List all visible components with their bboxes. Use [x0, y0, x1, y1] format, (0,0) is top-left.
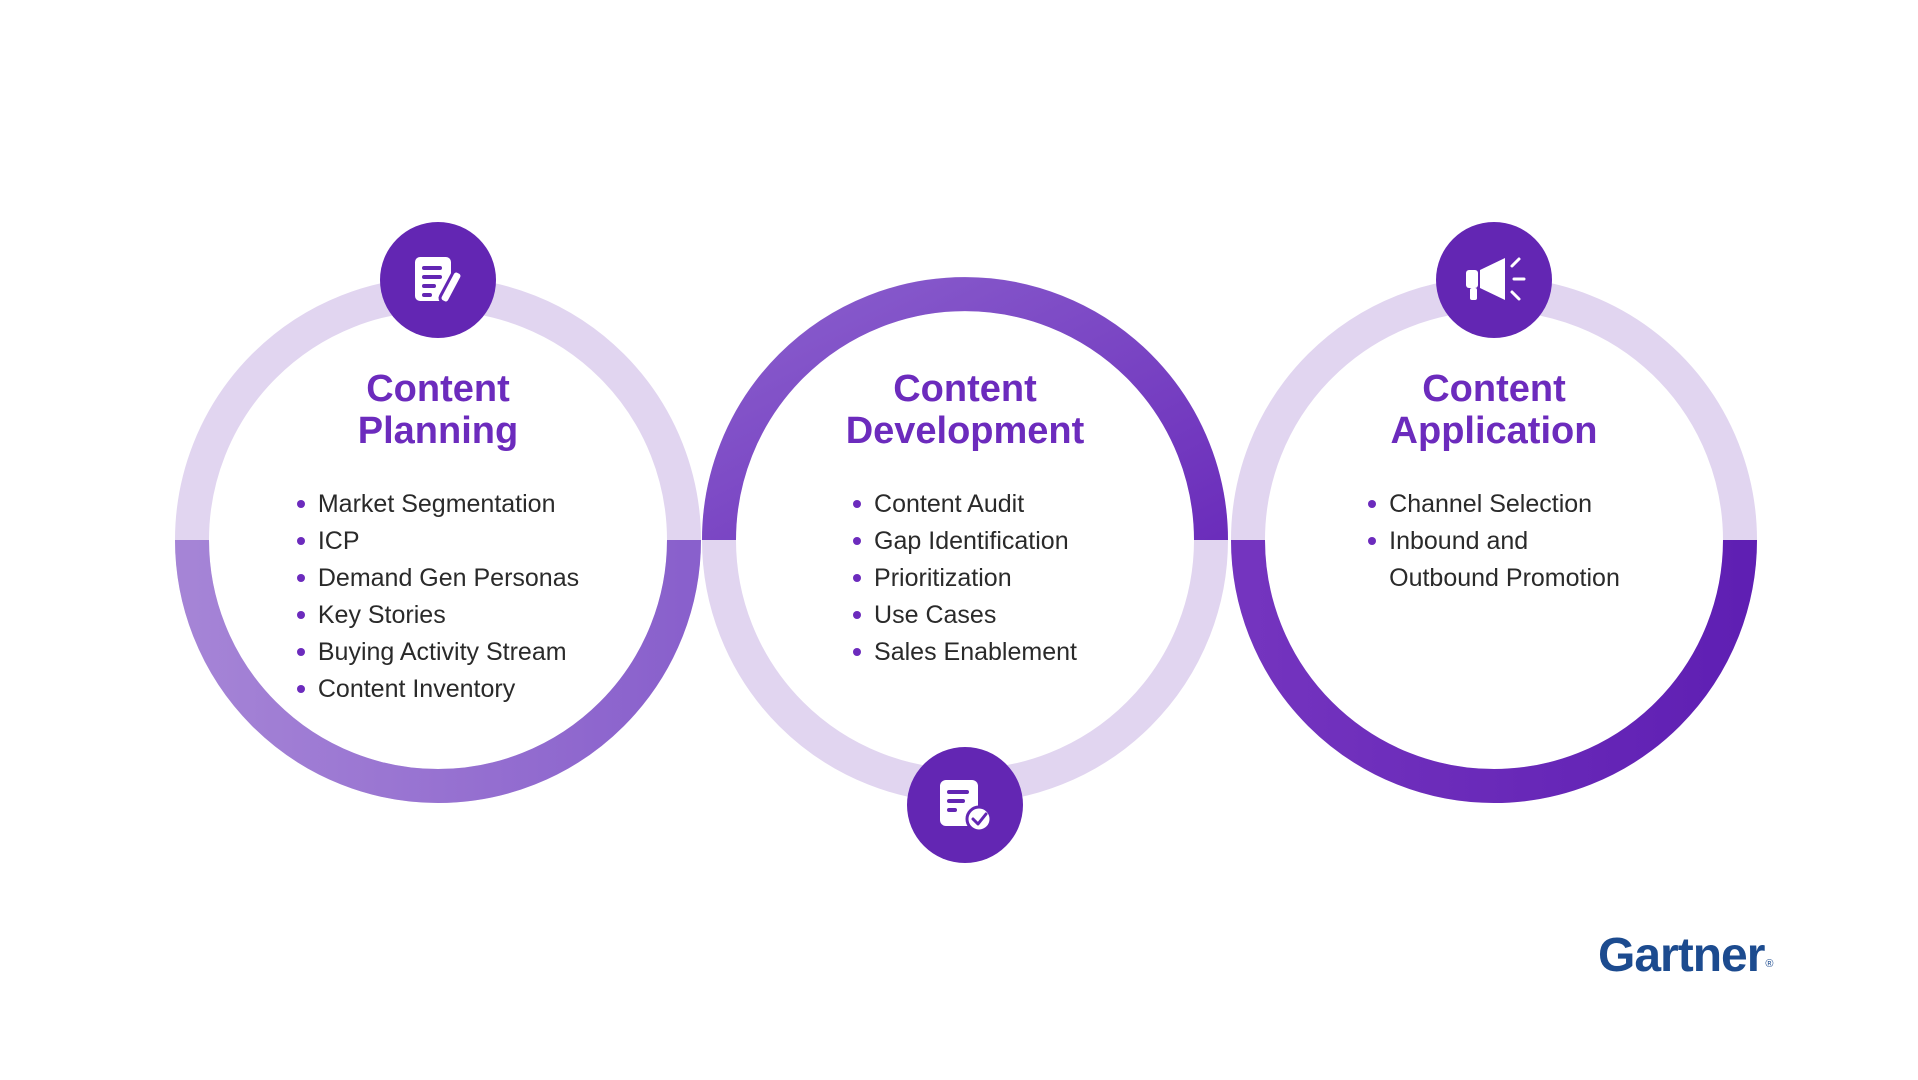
gartner-logo: Gartner®	[1598, 928, 1774, 983]
stage-title: Content Application	[1274, 368, 1714, 452]
stage-title: Content Development	[745, 368, 1185, 452]
stage-content-development: Content Development Content Audit Gap Id…	[745, 368, 1185, 671]
bullet-icon	[296, 500, 305, 508]
bullet-icon	[296, 537, 305, 545]
bullet-icon	[853, 500, 862, 508]
list-item-continuation: Outbound Promotion	[1389, 564, 1620, 592]
bullet-icon	[853, 648, 862, 656]
bullet-icon	[296, 648, 305, 656]
stage-title-line1: Content	[366, 368, 510, 410]
list-item: Content Inventory	[296, 671, 579, 708]
list-item: Prioritization	[853, 560, 1077, 597]
list-item: Inbound and	[1368, 523, 1620, 560]
stage-item-list: Content Audit Gap Identification Priorit…	[853, 486, 1077, 671]
document-pencil-icon	[380, 222, 496, 338]
bullet-icon	[296, 611, 305, 619]
list-item: Channel Selection	[1368, 486, 1620, 523]
ring-planning-progress	[175, 539, 701, 803]
registered-mark: ®	[1765, 958, 1773, 970]
stage-item-list: Channel Selection Inbound and Outbound P…	[1368, 486, 1620, 597]
list-item: ICP	[296, 523, 579, 560]
stage-title: Content Planning	[218, 368, 658, 452]
list-item: Use Cases	[853, 597, 1077, 634]
stage-item-list: Market Segmentation ICP Demand Gen Perso…	[296, 486, 579, 708]
list-item: Market Segmentation	[296, 486, 579, 523]
list-item: Demand Gen Personas	[296, 560, 579, 597]
bullet-icon	[853, 611, 862, 619]
bullet-icon	[1368, 500, 1377, 508]
logo-text: Gartner	[1598, 929, 1765, 982]
document-check-icon	[907, 747, 1023, 863]
ring-development-progress	[702, 277, 1228, 541]
list-item: Content Audit	[853, 486, 1077, 523]
list-item: Sales Enablement	[853, 634, 1077, 671]
stage-title-line1: Content	[1422, 368, 1566, 410]
bullet-icon	[853, 537, 862, 545]
bullet-icon	[853, 574, 862, 582]
list-item: Key Stories	[296, 597, 579, 634]
megaphone-icon	[1436, 222, 1552, 338]
ring-application-progress	[1231, 539, 1757, 803]
stage-content-application: Content Application Channel Selection In…	[1274, 368, 1714, 597]
bullet-icon	[1368, 537, 1377, 545]
bullet-icon	[296, 574, 305, 582]
stage-title-line2: Application	[1390, 410, 1598, 452]
stage-title-line2: Planning	[357, 410, 519, 452]
stage-title-line1: Content	[893, 368, 1037, 410]
stage-content-planning: Content Planning Market Segmentation ICP…	[218, 368, 658, 708]
list-item: Buying Activity Stream	[296, 634, 579, 671]
list-item: Gap Identification	[853, 523, 1077, 560]
stage-title-line2: Development	[845, 410, 1085, 452]
bullet-icon	[296, 685, 305, 693]
